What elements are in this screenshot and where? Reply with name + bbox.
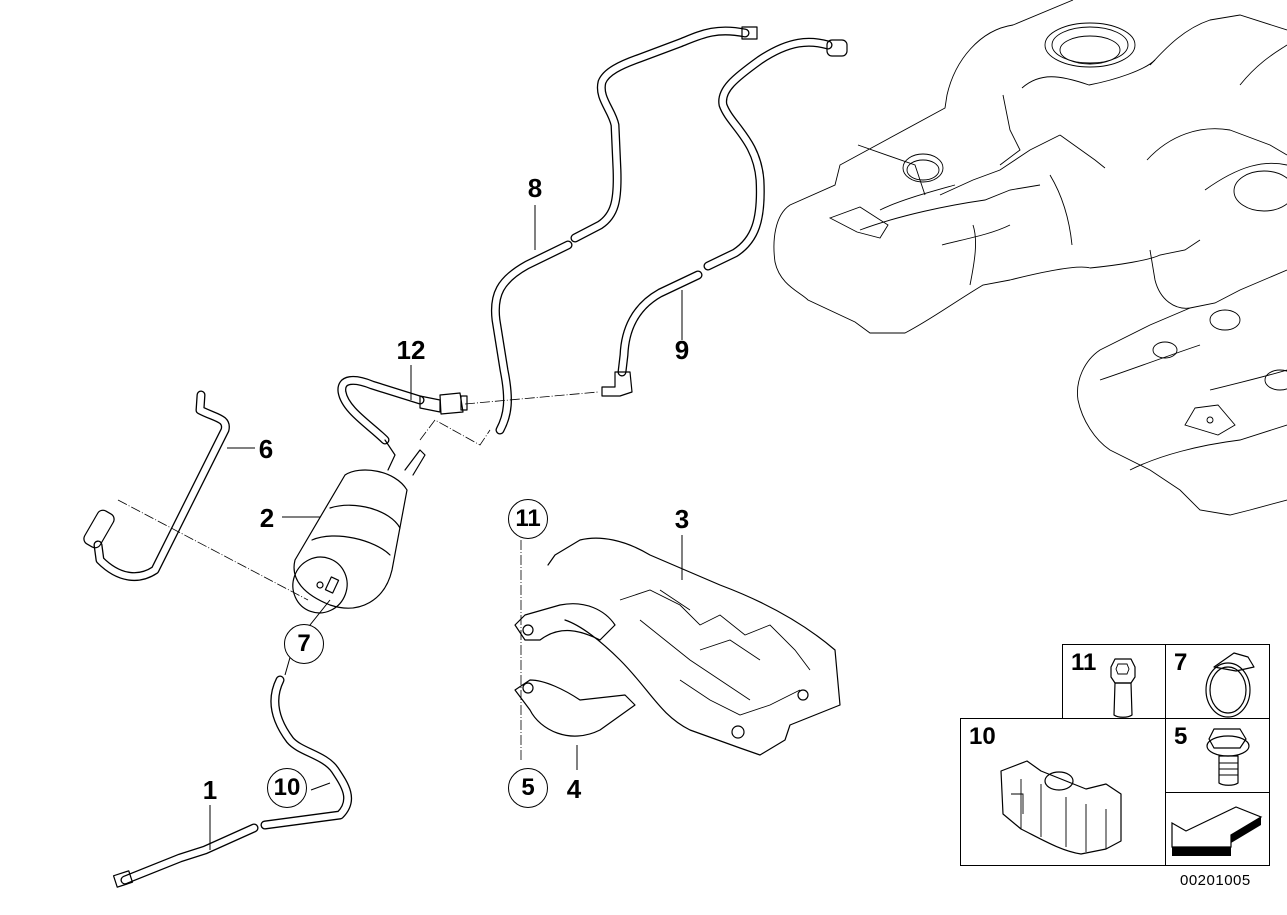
fuel-filter <box>292 439 426 614</box>
legend-box-7[interactable]: 7 <box>1165 644 1270 719</box>
line-holder-icon <box>1000 760 1122 855</box>
callout-11[interactable]: 11 <box>508 499 548 539</box>
hose-1 <box>112 675 353 888</box>
flange-hex-bolt-icon <box>1206 728 1250 786</box>
hose-9 <box>601 37 848 397</box>
hose-8 <box>490 26 758 435</box>
callout-3[interactable]: 3 <box>674 504 690 534</box>
callout-10[interactable]: 10 <box>267 768 307 808</box>
direction-arrow-icon <box>1171 806 1263 856</box>
hose-clamp-icon <box>1205 652 1255 718</box>
callout-4[interactable]: 4 <box>566 774 582 804</box>
legend-box-11[interactable]: 11 <box>1062 644 1166 719</box>
legend-box-arrow[interactable] <box>1165 792 1270 866</box>
callout-2[interactable]: 2 <box>259 503 275 533</box>
hose-12 <box>337 375 468 445</box>
fuel-tank-outline <box>773 0 1287 516</box>
callout-5[interactable]: 5 <box>508 768 548 808</box>
socket-head-bolt-icon <box>1110 658 1136 718</box>
legend-label-11: 11 <box>1071 649 1097 676</box>
legend-label-5: 5 <box>1174 723 1188 750</box>
callout-7[interactable]: 7 <box>284 624 324 664</box>
filter-bracket <box>514 537 841 756</box>
callout-12[interactable]: 12 <box>396 335 426 365</box>
legend-label-10: 10 <box>969 723 996 750</box>
fuel-line-6 <box>83 390 230 582</box>
drawing-number: 00201005 <box>1180 872 1251 889</box>
legend-box-10[interactable]: 10 <box>960 718 1166 866</box>
callout-6[interactable]: 6 <box>258 434 274 464</box>
legend-label-7: 7 <box>1174 649 1188 676</box>
callout-9[interactable]: 9 <box>674 335 690 365</box>
callout-1[interactable]: 1 <box>202 775 218 805</box>
callout-8[interactable]: 8 <box>527 173 543 203</box>
legend-box-5[interactable]: 5 <box>1165 718 1270 793</box>
